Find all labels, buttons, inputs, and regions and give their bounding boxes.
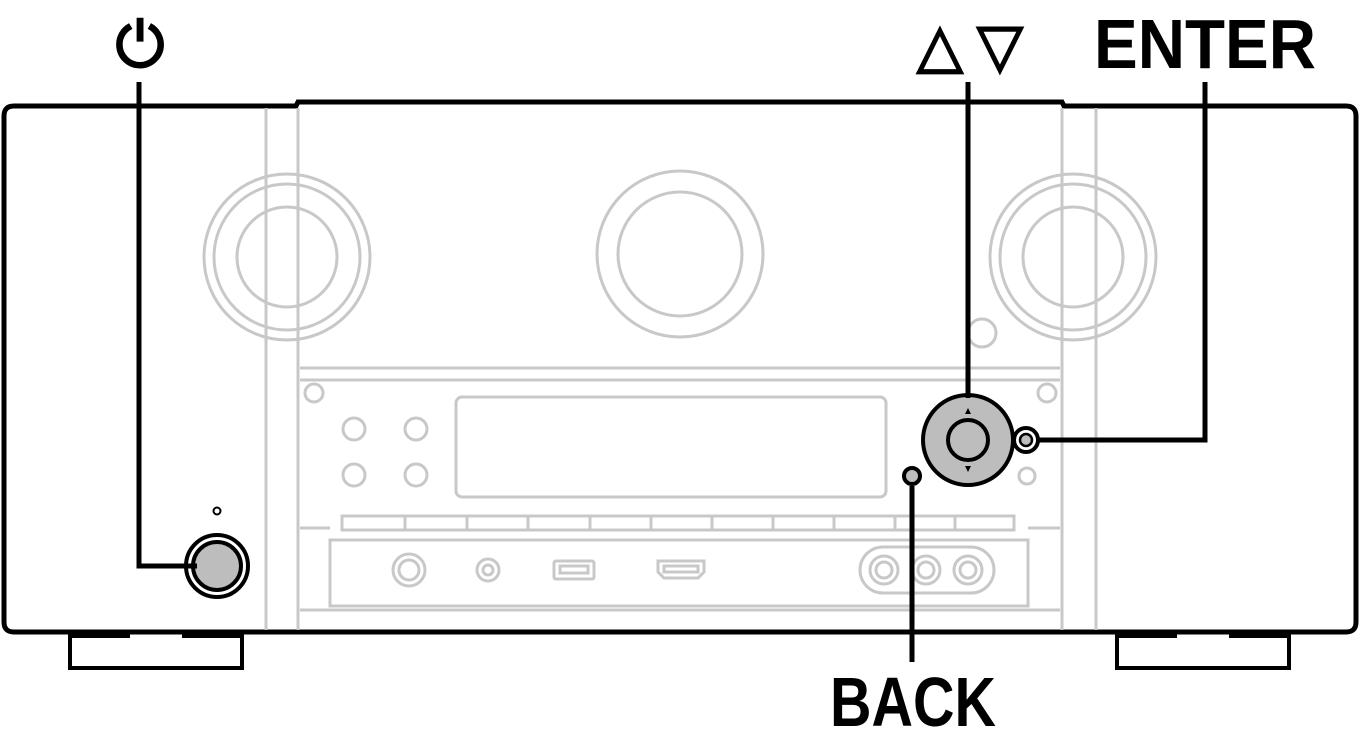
enter-callout-line <box>1038 82 1208 443</box>
right-foot <box>1115 632 1291 670</box>
callout-lines <box>136 82 1208 662</box>
panel-faint-details <box>264 108 1098 630</box>
enter-label: ENTER <box>1094 5 1316 83</box>
right-knob <box>988 172 1158 342</box>
back-label: BACK <box>830 663 996 741</box>
left-foot <box>68 632 244 670</box>
center-knob <box>595 169 765 339</box>
cursor-up-mark <box>965 408 971 414</box>
power-indicator-led <box>212 506 222 516</box>
cursor-up-label: △ <box>915 12 965 79</box>
left-knob <box>202 172 372 342</box>
cursor-down-label: ▽ <box>975 12 1025 79</box>
back-button[interactable] <box>902 466 922 486</box>
cursor-down-mark <box>965 466 971 472</box>
preset-strip-ticks <box>403 516 957 530</box>
power-symbol-label: ⏻ <box>115 11 164 80</box>
enter-button[interactable] <box>1012 426 1040 454</box>
quick-select-buttons <box>341 416 1037 488</box>
cursor-pad[interactable] <box>921 393 1015 487</box>
power-button[interactable] <box>184 533 250 599</box>
power-callout-line <box>136 82 197 569</box>
